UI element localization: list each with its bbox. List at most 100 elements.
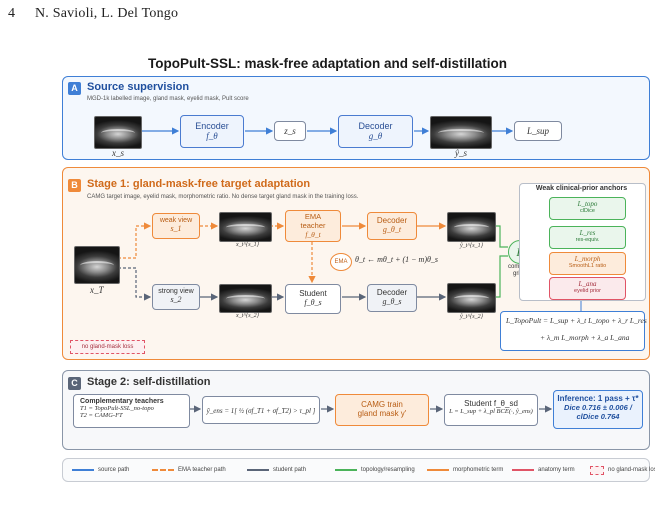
- teachers-box: Complementary teachers T1 = TopoPult-SSL…: [73, 394, 190, 428]
- inference-line1: Inference: 1 pass + τ*: [557, 394, 639, 403]
- anchor-topo-desc: clDice: [580, 208, 595, 214]
- anchor-topo-symbol: L_topo: [577, 200, 598, 208]
- weak-view-image-label: x_t^{s_1}: [236, 242, 259, 248]
- legend-label: morphometric term: [453, 467, 504, 473]
- legend-item: anatomy term: [512, 463, 575, 477]
- legend-label: anatomy term: [538, 467, 575, 473]
- decoder-symbol: g_θ: [368, 131, 383, 141]
- legend-swatch: [512, 469, 534, 471]
- ema-update-rule: θ_t ← mθ_t + (1 − m)θ_s: [355, 255, 439, 264]
- weak-view-title: weak view: [159, 217, 193, 224]
- encoder-symbol: f_θ: [206, 131, 218, 141]
- student-prediction-image: [447, 283, 496, 313]
- legend-swatch: [335, 469, 357, 471]
- panel-a-subtitle: MGD-1k labelled image, gland mask, eyeli…: [87, 96, 249, 102]
- total-loss-line1: L_TopoPult = L_sup + λ_t L_topo + λ_r L_…: [506, 316, 647, 325]
- legend-swatch: [247, 469, 269, 471]
- panel-a-tag: A: [68, 82, 81, 95]
- sup-loss-label: L_sup: [526, 126, 549, 136]
- anchor-res: L_res res-equiv.: [549, 226, 626, 249]
- teacher-2: T2 = CAMG-FT: [80, 412, 123, 419]
- anchor-res-desc: res-equiv.: [575, 237, 600, 243]
- ensemble-box: ŷ_ens = 1[ ½ (σf_T1 + σf_T2) > τ_pl ]: [202, 396, 320, 424]
- ema-teacher-line2: teacher: [300, 221, 326, 230]
- sd-student-box: Student f_θ_sd L = L_sup + λ_pl BCE(·, ŷ…: [444, 394, 538, 426]
- legend-item: EMA teacher path: [152, 463, 226, 477]
- sd-student-title: Student f_θ_sd: [464, 399, 518, 408]
- teacher-prediction-image: [447, 212, 496, 242]
- legend-item: topology/resampling: [335, 463, 415, 477]
- legend-item: student path: [247, 463, 306, 477]
- anchor-morph-desc: SmoothL1 ratio: [568, 263, 607, 269]
- source-image: [94, 116, 142, 149]
- strong-view-box: strong view s_2: [152, 284, 200, 310]
- encoder-title: Encoder: [195, 121, 229, 131]
- anchor-ana-symbol: L_ana: [578, 280, 597, 288]
- encoder-box: Encoder f_θ: [180, 115, 244, 148]
- total-loss-box: [500, 311, 645, 351]
- weak-view-box: weak view s_1: [152, 213, 200, 239]
- figure-title: TopoPult-SSL: mask-free adaptation and s…: [147, 56, 508, 71]
- strong-view-title: strong view: [158, 288, 194, 295]
- anchor-ana: L_ana eyelid prior: [549, 277, 626, 300]
- no-gland-mask-note: no gland-mask loss: [70, 340, 145, 354]
- inference-box: Inference: 1 pass + τ* Dice 0.716 ± 0.00…: [553, 390, 643, 429]
- panel-c-tag: C: [68, 377, 81, 390]
- legend-swatch: [590, 465, 604, 475]
- decoder-box: Decoder g_θ: [338, 115, 413, 148]
- panel-a-title: Source supervision: [87, 81, 190, 93]
- running-authors: N. Savioli, L. Del Tongo: [35, 6, 179, 21]
- anchors-title: Weak clinical-prior anchors: [535, 185, 628, 192]
- legend-swatch: [152, 469, 174, 471]
- sd-student-loss: L = L_sup + λ_pl BCE(·, ŷ_ens): [449, 408, 533, 415]
- legend-label: no gland-mask loss: [608, 467, 655, 473]
- ema-badge: EMA: [330, 253, 352, 271]
- strong-view-image-label: x_t^{s_2}: [236, 313, 259, 319]
- strong-view-image: [219, 284, 272, 313]
- anchor-topo: L_topo clDice: [549, 197, 626, 220]
- anchor-morph-symbol: L_morph: [574, 255, 601, 263]
- inference-line2: Dice 0.716 ± 0.006 /: [564, 403, 632, 412]
- target-image: [74, 246, 120, 284]
- student-decoder-symbol: g_θ_s: [382, 297, 402, 306]
- legend-item: source path: [72, 463, 129, 477]
- legend-swatch: [72, 469, 94, 471]
- resample-label-2: grid: [513, 271, 524, 277]
- panel-c-title: Stage 2: self-distillation: [87, 376, 211, 388]
- panel-b-subtitle: CAMG target image, eyelid mask, morphome…: [87, 194, 359, 200]
- legend-label: EMA teacher path: [178, 467, 226, 473]
- camg-box: CAMG train gland mask y': [335, 394, 429, 426]
- source-prediction-label: ŷ_s: [455, 148, 467, 158]
- legend-item: no gland-mask loss: [590, 463, 655, 477]
- weak-view-image: [219, 212, 272, 242]
- strong-view-symbol: s_2: [170, 295, 182, 304]
- teacher-decoder-box: Decoder g_θ_t: [367, 212, 417, 240]
- legend-label: topology/resampling: [361, 467, 415, 473]
- source-prediction-image: [430, 116, 492, 149]
- source-image-label: x_s: [112, 148, 124, 158]
- legend-label: source path: [98, 467, 130, 473]
- ensemble-formula: ŷ_ens = 1[ ½ (σf_T1 + σf_T2) > τ_pl ]: [206, 407, 316, 415]
- inference-line3: clDice 0.764: [576, 412, 620, 421]
- legend-item: morphometric term: [427, 463, 503, 477]
- decoder-title: Decoder: [358, 121, 393, 131]
- student-title: Student: [299, 289, 327, 298]
- student-decoder-title: Decoder: [376, 288, 408, 297]
- anchor-morph: L_morph SmoothL1 ratio: [549, 252, 626, 275]
- legend-swatch: [427, 469, 449, 471]
- panel-b-tag: B: [68, 179, 81, 192]
- student-symbol: f_θ_s: [304, 298, 322, 307]
- camg-line1: CAMG train: [361, 400, 403, 409]
- latent-box: z_s: [274, 121, 306, 141]
- student-box: Student f_θ_s: [285, 284, 341, 314]
- sup-loss-box: L_sup: [514, 121, 562, 141]
- panel-b-title: Stage 1: gland-mask-free target adaptati…: [87, 178, 311, 190]
- teacher-decoder-title: Decoder: [376, 216, 408, 225]
- legend-label: student path: [273, 467, 307, 473]
- ema-teacher-box: EMA teacher f_θ_t: [285, 210, 341, 242]
- weak-view-symbol: s_1: [170, 224, 182, 233]
- latent-label: z_s: [284, 126, 296, 136]
- ema-teacher-symbol: f_θ_t: [305, 230, 321, 239]
- anchor-ana-desc: eyelid prior: [574, 288, 601, 294]
- teacher-1: T1 = TopoPult-SSL_no-topo: [80, 405, 154, 412]
